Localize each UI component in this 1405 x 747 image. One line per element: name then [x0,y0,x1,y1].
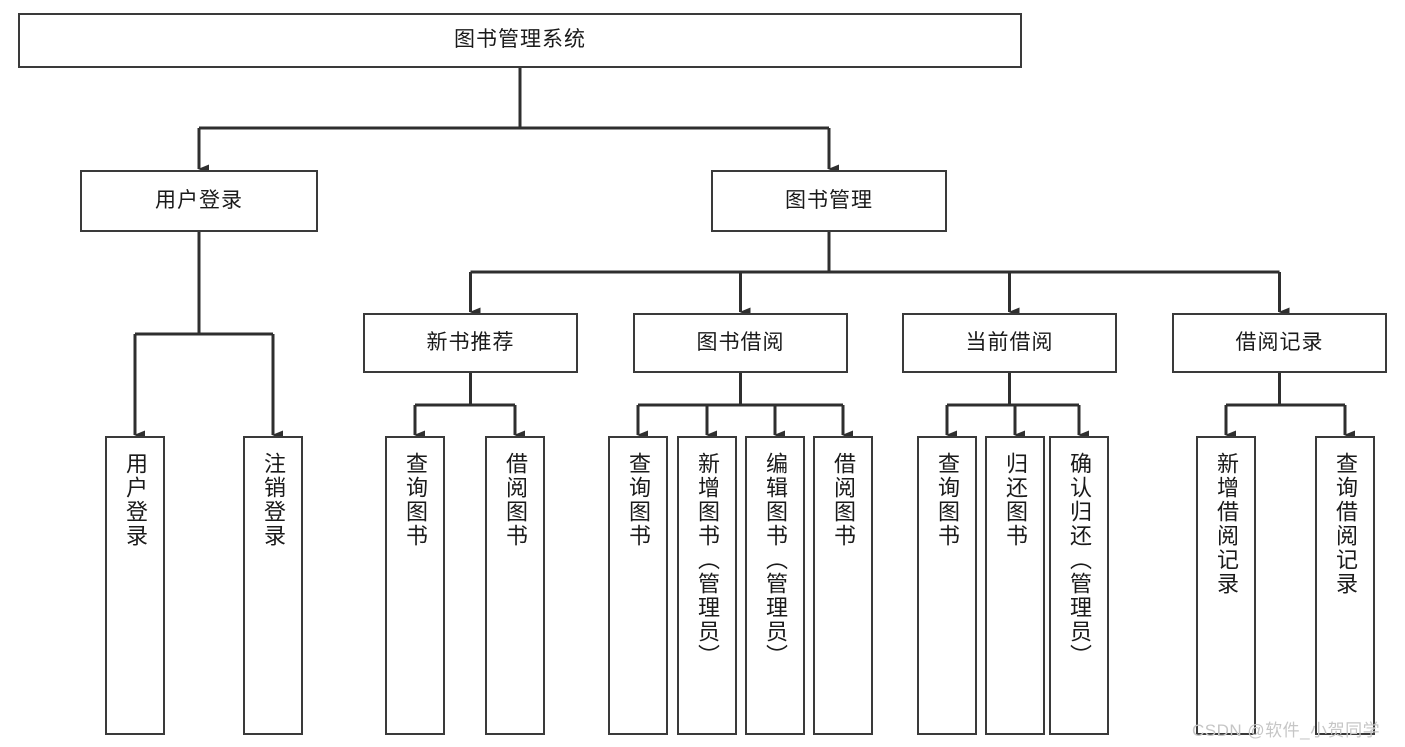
node-label: 图书借阅 [696,330,785,354]
node-label: 编辑图书（管理员） [763,452,788,668]
node-label: 用户登录 [123,452,148,548]
node-label: 借阅记录 [1235,330,1324,354]
node-leaf9[interactable]: 查询图书 [917,436,977,735]
node-root[interactable]: 图书管理系统 [18,13,1022,68]
node-label: 新增图书（管理员） [695,452,720,668]
node-leaf10[interactable]: 归还图书 [985,436,1045,735]
node-label: 查询图书 [935,452,960,548]
node-label: 新增借阅记录 [1214,452,1239,596]
node-leaf6[interactable]: 新增图书（管理员） [677,436,737,735]
node-leaf4[interactable]: 借阅图书 [485,436,545,735]
node-leaf3[interactable]: 查询图书 [385,436,445,735]
node-l2c[interactable]: 当前借阅 [902,313,1117,373]
node-label: 用户登录 [155,188,243,212]
node-leaf7[interactable]: 编辑图书（管理员） [745,436,805,735]
node-leaf2[interactable]: 注销登录 [243,436,303,735]
node-l1b[interactable]: 图书管理 [711,170,947,232]
node-label: 查询图书 [626,452,651,548]
node-label: 图书管理 [785,188,873,212]
node-label: 图书管理系统 [454,28,586,52]
node-label: 注销登录 [261,452,286,548]
node-leaf13[interactable]: 查询借阅记录 [1315,436,1375,735]
node-label: 当前借阅 [965,330,1054,354]
node-l2d[interactable]: 借阅记录 [1172,313,1387,373]
node-label: 借阅图书 [831,452,856,548]
node-label: 查询借阅记录 [1333,452,1358,596]
node-leaf8[interactable]: 借阅图书 [813,436,873,735]
node-l2a[interactable]: 新书推荐 [363,313,578,373]
node-leaf12[interactable]: 新增借阅记录 [1196,436,1256,735]
node-leaf1[interactable]: 用户登录 [105,436,165,735]
node-label: 归还图书 [1003,452,1028,548]
node-l2b[interactable]: 图书借阅 [633,313,848,373]
node-label: 新书推荐 [426,330,515,354]
node-label: 确认归还（管理员） [1067,452,1092,668]
node-label: 借阅图书 [503,452,528,548]
node-l1a[interactable]: 用户登录 [80,170,318,232]
node-leaf11[interactable]: 确认归还（管理员） [1049,436,1109,735]
node-label: 查询图书 [403,452,428,548]
node-leaf5[interactable]: 查询图书 [608,436,668,735]
